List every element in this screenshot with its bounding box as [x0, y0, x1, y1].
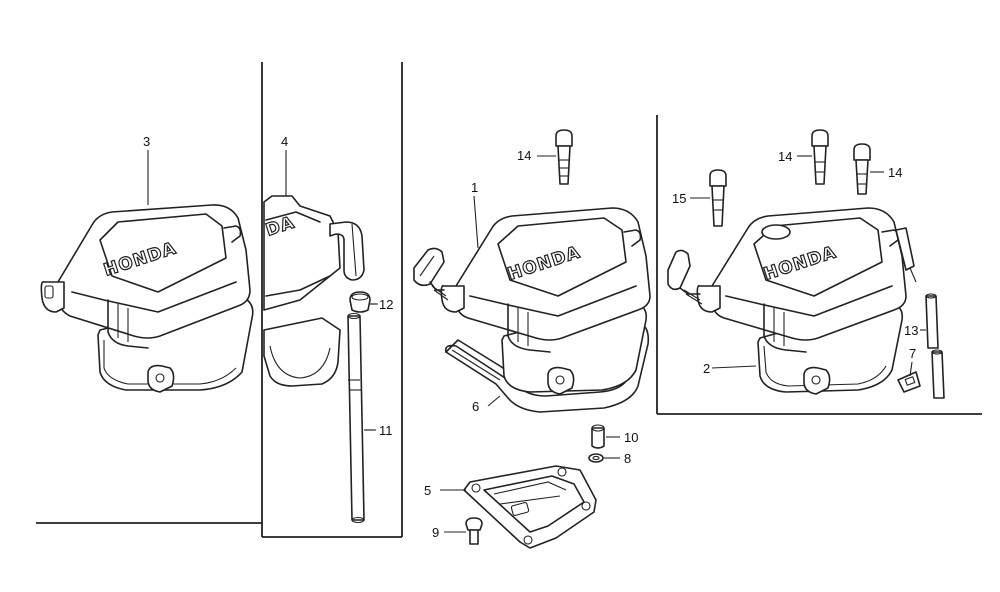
callout-11: 11	[379, 423, 393, 438]
callout-14-right-b: 14	[888, 165, 902, 180]
callout-12: 12	[379, 297, 393, 312]
leader-lines	[147, 150, 926, 533]
washer-part-8	[588, 453, 604, 463]
callout-9: 9	[432, 525, 439, 540]
callout-14-right-a: 14	[778, 149, 792, 164]
cylinder-head-cover-part-4: DA	[263, 195, 365, 387]
callout-10: 10	[624, 430, 638, 445]
cylinder-head-cover-part-2: HONDA	[667, 207, 907, 395]
collar-part-10	[591, 424, 605, 449]
screw-part-9	[465, 517, 483, 545]
callout-4: 4	[281, 134, 288, 149]
bolt-part-14-center	[555, 129, 573, 185]
callout-6: 6	[472, 399, 479, 414]
callout-5: 5	[424, 483, 431, 498]
callout-15: 15	[672, 191, 686, 206]
breather-tube-part-11	[347, 312, 374, 524]
callout-8: 8	[624, 451, 631, 466]
bolt-part-14-right-b	[853, 143, 871, 195]
callout-labels: 3 4 1 14 12 11 6 10 8 5 9 15 14 14 2 13 …	[143, 134, 918, 540]
bolt-part-15	[709, 169, 727, 227]
section-frames	[36, 62, 982, 538]
callout-13: 13	[904, 323, 918, 338]
callout-1: 1	[471, 180, 478, 195]
cylinder-head-cover-part-1: HONDA	[413, 207, 651, 413]
callout-7: 7	[909, 346, 916, 361]
plate-part-5	[463, 465, 597, 549]
callout-2: 2	[703, 361, 710, 376]
breather-hose-part-13	[895, 227, 945, 399]
clip-part-12	[349, 291, 378, 313]
bolt-part-14-right-a	[811, 129, 829, 185]
callout-3: 3	[143, 134, 150, 149]
clip-part-7	[897, 371, 921, 393]
callout-14-center: 14	[517, 148, 531, 163]
cylinder-head-cover-part-3: HONDA	[40, 204, 254, 393]
